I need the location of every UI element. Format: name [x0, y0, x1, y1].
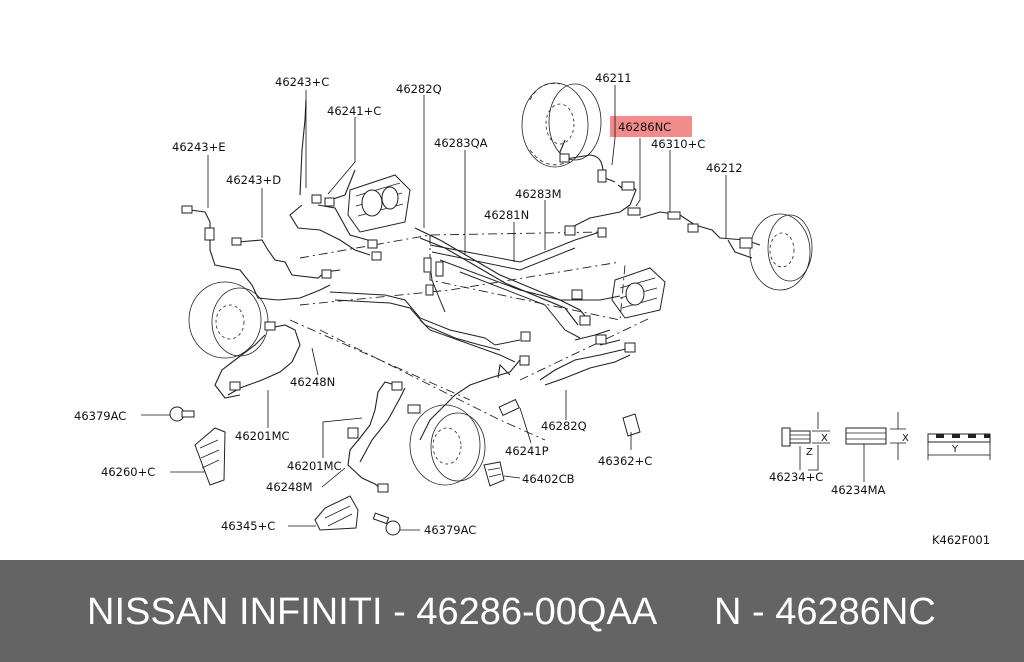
pipe-fittings — [181, 153, 753, 493]
callout-46234ma: 46234MA — [831, 483, 886, 497]
part-highlight — [610, 116, 692, 137]
callout-46211: 46211 — [595, 71, 632, 85]
callout-46241c: 46241+C — [327, 104, 381, 118]
dim-label-x1: X — [821, 433, 828, 444]
footer-banner: NISSAN INFINITI - 46286-00QAA N - 46286N… — [0, 560, 1024, 662]
dim-label-z: Z — [806, 447, 813, 458]
callout-46248m: 46248M — [266, 480, 313, 494]
callout-46286nc: 46286NC — [618, 120, 671, 134]
detail-46234ma: X — [845, 412, 909, 460]
brake-piping-diagram: X Z X Y — [74, 71, 991, 547]
footer-part-number: NISSAN INFINITI - 46286-00QAA — [87, 591, 658, 633]
callout-46201mc-left: 46201MC — [235, 429, 290, 443]
wheel-front-right — [521, 82, 602, 168]
bracket-46345c — [314, 495, 359, 531]
bolt-46379ac-left — [169, 406, 195, 422]
bolt-46379ac-low — [372, 512, 401, 536]
clip-46362c — [622, 413, 641, 437]
callout-46243e: 46243+E — [172, 140, 226, 154]
clip-46402cb — [483, 461, 505, 487]
footer-oem-code: N - 46286NC — [714, 591, 936, 633]
callout-46283m: 46283M — [515, 187, 562, 201]
wheel-rear-right — [749, 213, 813, 291]
abs-actuator — [611, 267, 666, 319]
brake-pipes — [189, 99, 761, 491]
callout-46281n: 46281N — [484, 208, 529, 222]
detail-ruler: Y — [927, 433, 991, 460]
callout-46282q-top: 46282Q — [396, 82, 442, 96]
callout-46379ac-left: 46379AC — [74, 409, 126, 423]
dim-label-x2: X — [902, 433, 909, 444]
callout-46310c: 46310+C — [651, 137, 705, 151]
callout-46362c: 46362+C — [598, 454, 652, 468]
detail-46234c: X Z — [781, 412, 830, 471]
callout-46243d: 46243+D — [226, 173, 281, 187]
callout-46243c: 46243+C — [275, 75, 329, 89]
callout-46260c: 46260+C — [101, 465, 155, 479]
leader-lines — [141, 85, 865, 531]
callout-46379ac-low: 46379AC — [424, 523, 476, 537]
master-cylinder — [347, 174, 411, 233]
callout-46402cb: 46402CB — [522, 472, 575, 486]
dim-label-y: Y — [951, 444, 959, 455]
callout-labels: 46211 46286NC 46310+C 46212 46243+C 4628… — [74, 71, 990, 547]
callout-46212: 46212 — [706, 161, 743, 175]
callout-46283qa: 46283QA — [434, 136, 488, 150]
callout-46282q-low: 46282Q — [541, 419, 587, 433]
callout-46234c: 46234+C — [769, 470, 823, 484]
callout-46241p: 46241P — [505, 444, 549, 458]
callout-46345c: 46345+C — [221, 519, 275, 533]
callout-46201mc-low: 46201MC — [287, 459, 342, 473]
callout-46248n: 46248N — [290, 375, 335, 389]
diagram-code: K462F001 — [932, 533, 990, 547]
wheel-rear-left — [409, 404, 486, 486]
bracket-46260c — [194, 427, 226, 486]
